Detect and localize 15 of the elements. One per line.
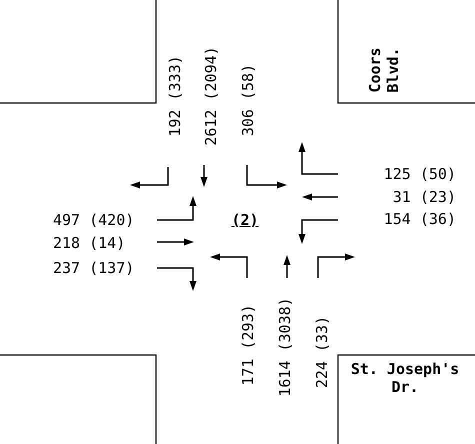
volume-label: 192 (333) [166, 55, 184, 137]
volume-label: 218 (14) [53, 234, 126, 252]
volume-label: 306 (58) [239, 64, 257, 136]
volume-label: 154 (36) [384, 210, 456, 228]
volume-label: 1614 (3038) [276, 297, 294, 397]
intersection-number: (2) [231, 211, 259, 229]
volume-label: 125 (50) [384, 165, 456, 183]
volume-label: 31 (23) [392, 188, 456, 206]
volume-label: 237 (137) [53, 259, 134, 277]
volume-label: 171 (293) [239, 304, 257, 386]
volume-label: 224 (33) [313, 316, 331, 388]
volume-label: 497 (420) [53, 211, 134, 229]
street-name: Coors Blvd. [366, 46, 402, 95]
street-name: St. Joseph's Dr. [350, 360, 460, 396]
volume-label: 2612 (2094) [202, 46, 220, 146]
